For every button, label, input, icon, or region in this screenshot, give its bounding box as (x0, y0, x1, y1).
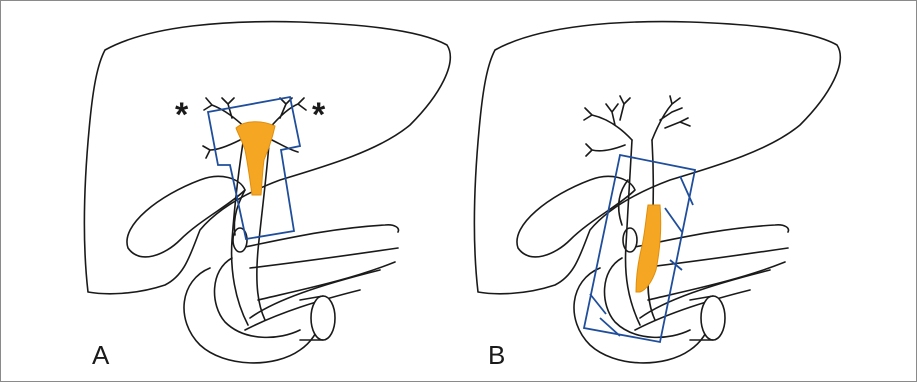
panel-b-tumor (636, 205, 661, 292)
panel-b-pancreas-lower (640, 248, 788, 268)
panel-a-label: A (92, 340, 109, 371)
panel-a-duodenum-end (311, 296, 335, 340)
panel-a-pancreas-lower (250, 248, 398, 268)
panel-b-duodenum-end (701, 296, 725, 340)
panel-a-pancreas-body (258, 262, 395, 300)
panel-b-label: B (488, 340, 505, 371)
panel-b-pancreas-body (648, 262, 785, 300)
panel-a-asterisk-right: * (312, 98, 325, 132)
panel-a-illustration (84, 22, 450, 363)
panel-a-asterisk-left: * (175, 98, 188, 132)
panel-b-illustration (474, 22, 840, 363)
